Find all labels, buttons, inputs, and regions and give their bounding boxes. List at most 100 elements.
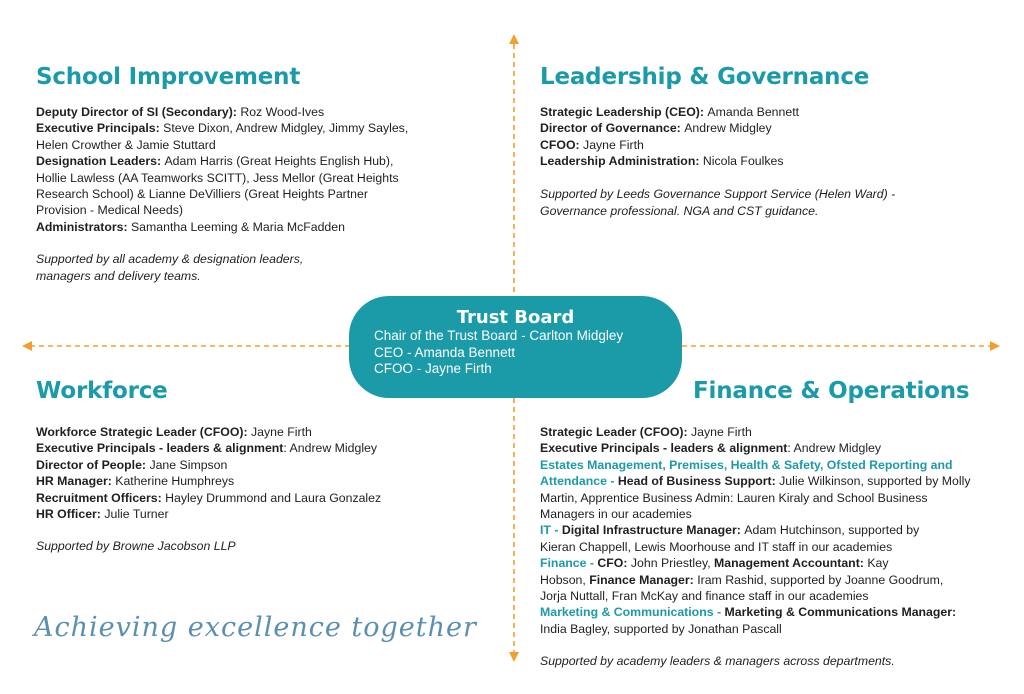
trust-board-title: Trust Board	[456, 307, 575, 328]
note-line: Supported by academy leaders & managers …	[540, 654, 895, 669]
department-label: Finance -	[540, 556, 598, 571]
school-improvement-section: School Improvement Deputy Director of SI…	[36, 64, 476, 285]
workforce-section: Workforce Workforce Strategic Leader (CF…	[36, 378, 476, 555]
role-holder: Roz Wood-Ives	[240, 105, 325, 119]
role-line: Executive Principals - leaders & alignme…	[540, 440, 1010, 456]
department-label: Marketing & Communications -	[540, 605, 725, 620]
role-holder: : Andrew Midgley	[787, 441, 882, 456]
role-holder: Kieran Chappell, Lewis Moorhouse and IT …	[540, 539, 893, 554]
arrow-head-up	[509, 34, 519, 44]
role-holder: Amanda Bennett	[707, 105, 800, 119]
role-label: Recruitment Officers:	[36, 490, 166, 505]
role-holder: Julie Wilkinson, supported by Molly	[779, 474, 971, 489]
role-line: Designation Leaders: Adam Harris (Great …	[36, 153, 476, 169]
trust-board-member: CEO - Amanda Bennett	[374, 344, 516, 360]
section-title: Workforce	[36, 378, 168, 404]
role-holder: Martin, Apprentice Business Admin: Laure…	[540, 490, 928, 505]
support-note: Supported by all academy & designation l…	[36, 251, 476, 285]
role-line: Attendance - Head of Business Support: J…	[540, 473, 1010, 489]
role-line: Jorja Nuttall, Fran McKay and finance st…	[540, 588, 1010, 604]
section-title: School Improvement	[36, 64, 301, 90]
role-line: Workforce Strategic Leader (CFOO): Jayne…	[36, 424, 476, 440]
role-holder: Steve Dixon, Andrew Midgley, Jimmy Sayle…	[163, 121, 409, 136]
role-label: Executive Principals:	[36, 121, 164, 136]
role-line: Executive Principals - leaders & alignme…	[36, 440, 476, 456]
role-line: Leadership Administration: Nicola Foulke…	[540, 153, 980, 169]
role-label: Strategic Leadership (CEO):	[540, 105, 708, 119]
role-label: Director of Governance:	[540, 121, 685, 136]
role-holder: Hobson,	[540, 572, 590, 587]
role-holder: : Andrew Midgley	[283, 441, 378, 456]
role-line: Research School) & Lianne DeVilliers (Gr…	[36, 186, 476, 202]
role-label: Executive Principals - leaders & alignme…	[540, 441, 788, 456]
role-line: Kieran Chappell, Lewis Moorhouse and IT …	[540, 539, 1010, 555]
role-label: HR Officer:	[36, 507, 105, 522]
role-list: Strategic Leadership (CEO): Amanda Benne…	[540, 104, 980, 170]
role-holder: Jorja Nuttall, Fran McKay and finance st…	[540, 589, 869, 604]
role-holder: Managers in our academies	[540, 507, 692, 522]
role-label: Finance Manager:	[589, 572, 698, 587]
role-holder: Samantha Leeming & Maria McFadden	[130, 219, 345, 234]
role-label: Deputy Director of SI (Secondary):	[36, 105, 241, 119]
role-holder: Jayne Firth	[583, 137, 644, 152]
role-holder: Kay	[867, 556, 889, 571]
support-note: Supported by Browne Jacobson LLP	[36, 538, 476, 555]
department-label: IT -	[540, 523, 562, 538]
section-title: Finance & Operations	[693, 378, 970, 404]
role-holder: Research School) & Lianne DeVilliers (Gr…	[36, 187, 368, 202]
role-holder: Julie Turner	[104, 507, 169, 522]
note-line: Supported by Browne Jacobson LLP	[36, 539, 236, 554]
note-line: Supported by all academy & designation l…	[36, 252, 304, 267]
role-label: Designation Leaders:	[36, 154, 165, 169]
arrow-head-right	[990, 341, 1000, 351]
role-line: CFOO: Jayne Firth	[540, 137, 980, 153]
role-holder: Katherine Humphreys	[115, 474, 235, 489]
role-list: Deputy Director of SI (Secondary): Roz W…	[36, 104, 476, 235]
role-line: Marketing & Communications - Marketing &…	[540, 604, 1010, 620]
trust-board-box: Trust Board Chair of the Trust Board - C…	[349, 296, 682, 398]
role-line: HR Officer: Julie Turner	[36, 506, 476, 522]
role-label: Digital Infrastructure Manager:	[561, 523, 745, 538]
role-holder: Iram Rashid, supported by Joanne Goodrum…	[697, 572, 944, 587]
department-label: Estates Management, Premises, Health & S…	[540, 457, 953, 472]
role-holder: Jayne Firth	[251, 425, 312, 439]
role-list: Workforce Strategic Leader (CFOO): Jayne…	[36, 424, 476, 522]
role-line: Helen Crowther & Jamie Stuttard	[36, 137, 476, 153]
role-line: Martin, Apprentice Business Admin: Laure…	[540, 490, 1010, 506]
role-holder: Andrew Midgley	[684, 121, 772, 136]
role-holder: Adam Hutchinson, supported by	[744, 523, 920, 538]
role-label: Marketing & Communications Manager:	[724, 605, 957, 620]
note-line: Governance professional. NGA and CST gui…	[540, 203, 819, 218]
note-line: managers and delivery teams.	[36, 269, 201, 284]
role-holder: Hollie Lawless (AA Teamworks SCITT), Jes…	[36, 170, 399, 185]
role-line: Estates Management, Premises, Health & S…	[540, 457, 1010, 473]
role-line: Administrators: Samantha Leeming & Maria…	[36, 219, 476, 235]
role-label: HR Manager:	[36, 474, 116, 489]
role-label: Director of People:	[36, 457, 150, 472]
role-holder: Adam Harris (Great Heights English Hub),	[164, 154, 394, 169]
role-line: Deputy Director of SI (Secondary): Roz W…	[36, 104, 476, 120]
role-holder: Helen Crowther & Jamie Stuttard	[36, 137, 216, 152]
role-line: Provision - Medical Needs)	[36, 202, 476, 218]
role-label: Executive Principals - leaders & alignme…	[36, 441, 284, 456]
role-label: Leadership Administration:	[540, 154, 703, 169]
role-label: Strategic Leader (CFOO):	[540, 425, 692, 439]
role-label: Administrators:	[36, 219, 131, 234]
role-label: CFOO:	[540, 137, 584, 152]
role-line: Recruitment Officers: Hayley Drummond an…	[36, 490, 476, 506]
role-line: Hollie Lawless (AA Teamworks SCITT), Jes…	[36, 170, 476, 186]
role-line: HR Manager: Katherine Humphreys	[36, 473, 476, 489]
trust-board-member: CFOO - Jayne Firth	[374, 361, 492, 376]
role-label: Head of Business Support:	[617, 474, 780, 489]
arrow-head-down	[509, 652, 519, 662]
department-label: Attendance -	[540, 474, 618, 489]
role-line: IT - Digital Infrastructure Manager: Ada…	[540, 522, 1010, 538]
role-line: Director of People: Jane Simpson	[36, 457, 476, 473]
role-holder: John Priestley,	[630, 556, 715, 571]
role-line: Finance - CFO: John Priestley, Managemen…	[540, 555, 1010, 571]
role-holder: Provision - Medical Needs)	[36, 203, 183, 218]
role-label: Management Accountant:	[714, 556, 868, 571]
note-line: Supported by Leeds Governance Support Se…	[540, 186, 896, 201]
